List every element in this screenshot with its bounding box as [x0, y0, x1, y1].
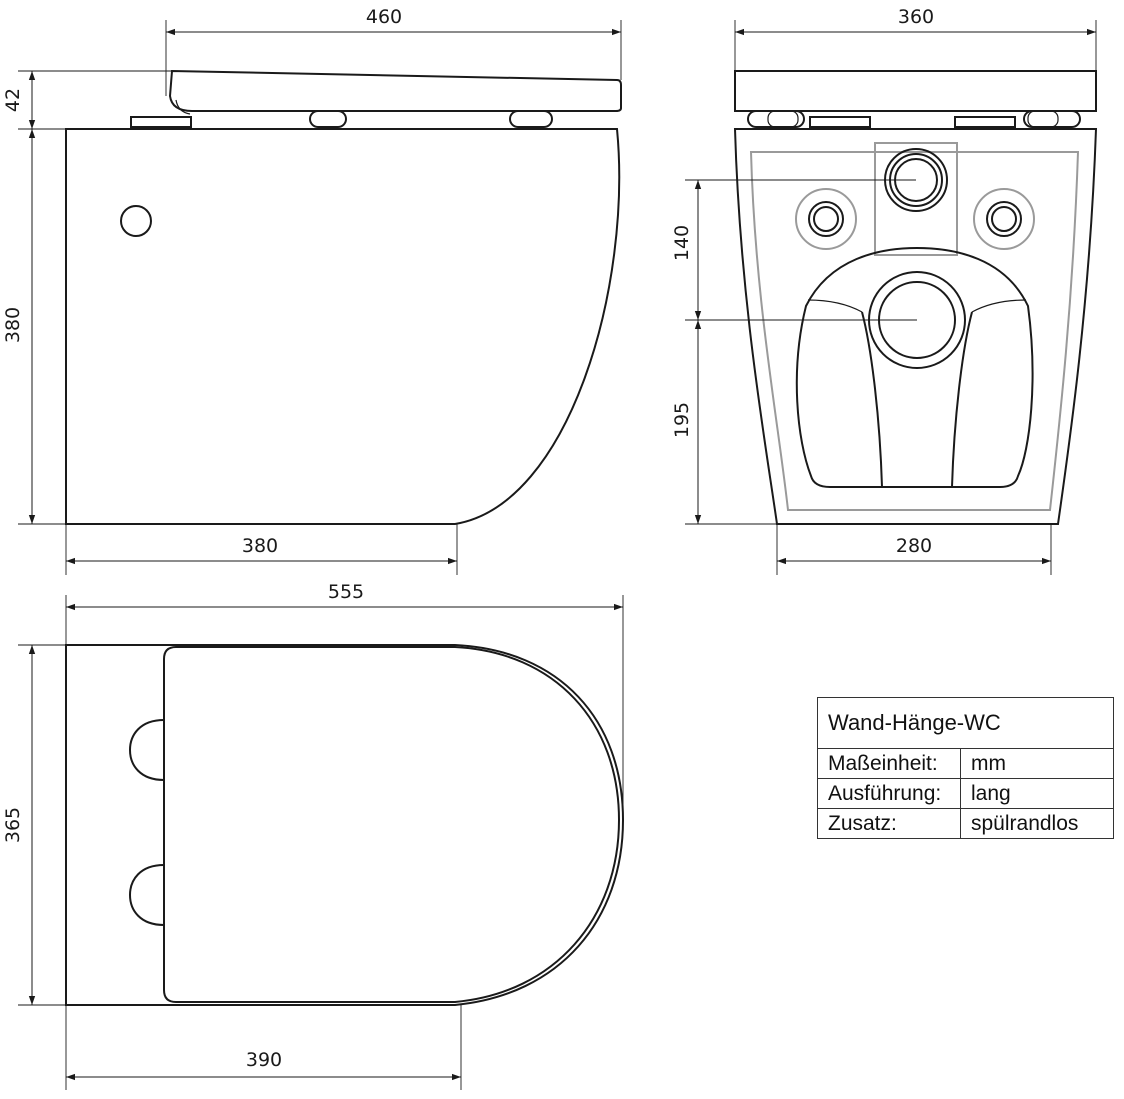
rear-outlet-channel-right	[951, 311, 973, 488]
rear-inner-contour	[749, 151, 1080, 511]
rear-fixing-left-outer	[795, 188, 857, 250]
side-supply-hole	[120, 205, 152, 237]
rear-fixing-right-mid	[986, 201, 1022, 237]
rear-buffer-right-inner	[1027, 110, 1059, 128]
rear-hinge-left	[809, 116, 871, 128]
dim-rear-width: 360	[898, 6, 934, 28]
top-hinge-bump-lower	[128, 864, 165, 926]
dim-side-bottom-length: 380	[242, 535, 278, 557]
top-hinge-bump-upper	[128, 719, 165, 781]
rear-view	[733, 70, 1098, 525]
spec-row-unit: Maßeinheit: mm	[817, 748, 1114, 779]
top-bowl-outline	[65, 644, 625, 1006]
dim-rear-bottom-width: 280	[896, 535, 932, 557]
rear-buffer-left-inner	[767, 110, 799, 128]
dim-side-seat-height: 42	[2, 88, 24, 112]
top-view-dimensions: 555 365 390	[2, 581, 624, 1090]
spec-row-extra: Zusatz: spülrandlos	[817, 808, 1114, 839]
side-seat-lid	[168, 69, 622, 112]
side-bowl-body	[65, 128, 621, 525]
rear-outlet-shoulder	[807, 299, 1027, 313]
dim-rear-upper-spacing: 140	[671, 225, 693, 261]
rear-supply-panel	[874, 142, 958, 256]
dim-top-total-length: 555	[328, 581, 364, 603]
rear-fixing-left-mid	[808, 201, 844, 237]
dim-side-total-length: 460	[366, 6, 402, 28]
spec-title-row: Wand-Hänge-WC	[817, 697, 1114, 749]
side-buffer-rear	[509, 110, 553, 128]
rear-hinge-right	[954, 116, 1016, 128]
rear-fixing-right-inner	[991, 206, 1017, 232]
dim-top-width: 365	[2, 807, 24, 843]
spec-label-unit: Maßeinheit:	[817, 748, 961, 779]
top-seat-outline	[163, 646, 621, 1003]
side-view-dimensions: 460 42 380 380	[2, 6, 622, 575]
side-buffer-front	[309, 110, 347, 128]
spec-value-version: lang	[960, 778, 1114, 809]
spec-value-unit: mm	[960, 748, 1114, 779]
spec-label-version: Ausführung:	[817, 778, 961, 809]
top-view	[65, 644, 625, 1006]
side-hinge-plate	[130, 116, 192, 128]
rear-fixing-left-inner	[813, 206, 839, 232]
rear-buffer-right	[1023, 110, 1081, 128]
spec-value-extra: spülrandlos	[960, 808, 1114, 839]
side-view	[65, 69, 622, 525]
dim-side-body-height: 380	[2, 307, 24, 343]
spec-table: Wand-Hänge-WC Maßeinheit: mm Ausführung:…	[817, 697, 1114, 839]
rear-seat	[734, 70, 1097, 112]
side-seat-hinge	[175, 99, 191, 115]
rear-view-dimensions: 360 140 195 280	[671, 6, 1097, 575]
rear-fixing-right-outer	[973, 188, 1035, 250]
rear-outlet-cavity	[795, 246, 1034, 488]
spec-title: Wand-Hänge-WC	[817, 697, 1114, 749]
dim-top-bottom-length: 390	[246, 1049, 282, 1071]
rear-outlet-channel-left	[861, 311, 883, 488]
rear-body	[733, 128, 1098, 525]
spec-label-extra: Zusatz:	[817, 808, 961, 839]
dim-rear-lower-height: 195	[671, 402, 693, 438]
spec-row-version: Ausführung: lang	[817, 778, 1114, 809]
